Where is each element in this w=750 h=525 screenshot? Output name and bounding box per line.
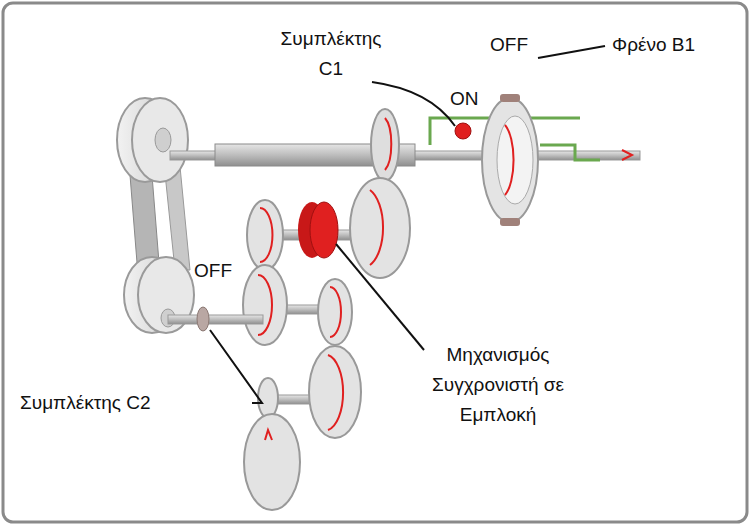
- state-label: ON: [450, 84, 479, 114]
- main-shaft: [170, 109, 640, 181]
- brake-label: Φρένο B1: [612, 30, 695, 60]
- frame: [3, 3, 747, 522]
- gear-cluster: [243, 178, 410, 510]
- clutch-label: Συμπλέκτης C2: [20, 388, 150, 418]
- clutch-c2: [168, 307, 263, 331]
- brake-b1: [430, 94, 600, 226]
- belt-pulleys: [117, 98, 194, 333]
- state-label: OFF: [194, 256, 232, 286]
- state-label: OFF: [490, 30, 528, 60]
- clutch-label: Συμπλέκτης C1: [272, 24, 390, 84]
- synchronizer-label: Μηχανισμός Συγχρονιστή σε Εμπλοκή: [430, 340, 566, 430]
